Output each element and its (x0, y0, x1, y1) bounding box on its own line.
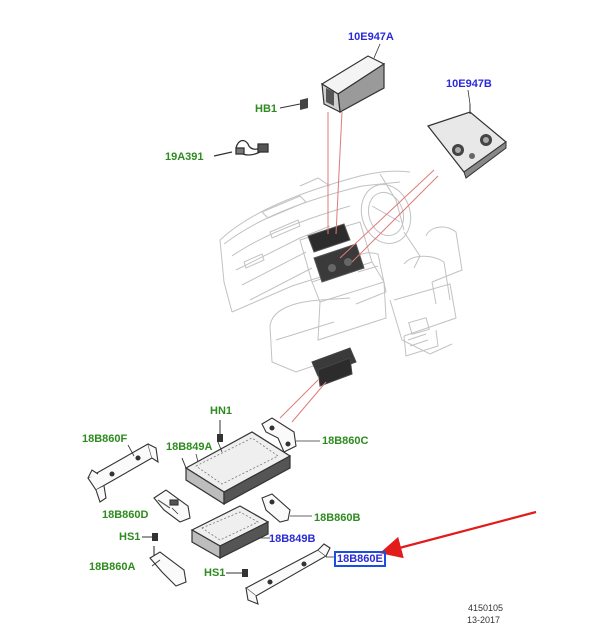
drawing-number: 4150105 (468, 603, 504, 613)
label-10E947B[interactable]: 10E947B (446, 78, 492, 90)
part-18B860A-bracket[interactable] (149, 546, 187, 587)
callout-arrow (379, 510, 537, 559)
HS1-screw-lower[interactable] (226, 569, 248, 577)
label-10E947A[interactable]: 10E947A (348, 31, 394, 43)
leader-lines (279, 111, 439, 423)
label-leaders (127, 43, 471, 567)
label-18B849B[interactable]: 18B849B (269, 533, 316, 545)
dash-screens (307, 223, 365, 387)
label-18B860E-highlighted[interactable]: 18B860E (334, 551, 386, 567)
label-18B860A[interactable]: 18B860A (89, 561, 136, 573)
label-18B860D[interactable]: 18B860D (102, 509, 149, 521)
vehicle-interior-outline (219, 170, 463, 373)
drawing-date: 13-2017 (467, 615, 501, 625)
part-10E947A-display[interactable] (320, 55, 386, 114)
part-18B860B-bracket[interactable] (261, 493, 291, 523)
part-18B849A-module[interactable] (181, 431, 292, 506)
label-HB1[interactable]: HB1 (255, 103, 278, 115)
HS1-screw-upper[interactable] (142, 533, 158, 541)
label-18B860C[interactable]: 18B860C (322, 435, 369, 447)
part-19A391-cable[interactable] (213, 139, 269, 157)
label-HS1-lower[interactable]: HS1 (204, 567, 226, 579)
part-18B860C-bracket[interactable] (261, 417, 297, 453)
label-18B860F-left[interactable]: 18B860F (82, 433, 128, 445)
part-18B849B-module[interactable] (190, 505, 270, 560)
label-19A391[interactable]: 19A391 (165, 151, 204, 163)
part-18B860F-bracket-left[interactable] (87, 443, 159, 503)
part-10E947B-panel[interactable] (427, 104, 507, 179)
HN1-nut[interactable] (217, 420, 223, 442)
label-18B860B[interactable]: 18B860B (314, 512, 361, 524)
part-18B860D-bracket[interactable] (153, 489, 191, 523)
HB1-bolt[interactable] (279, 98, 308, 110)
label-HN1[interactable]: HN1 (210, 405, 233, 417)
label-HS1-upper[interactable]: HS1 (119, 531, 141, 543)
part-18B860E-bracket[interactable] (245, 543, 331, 605)
label-18B849A[interactable]: 18B849A (166, 441, 213, 453)
